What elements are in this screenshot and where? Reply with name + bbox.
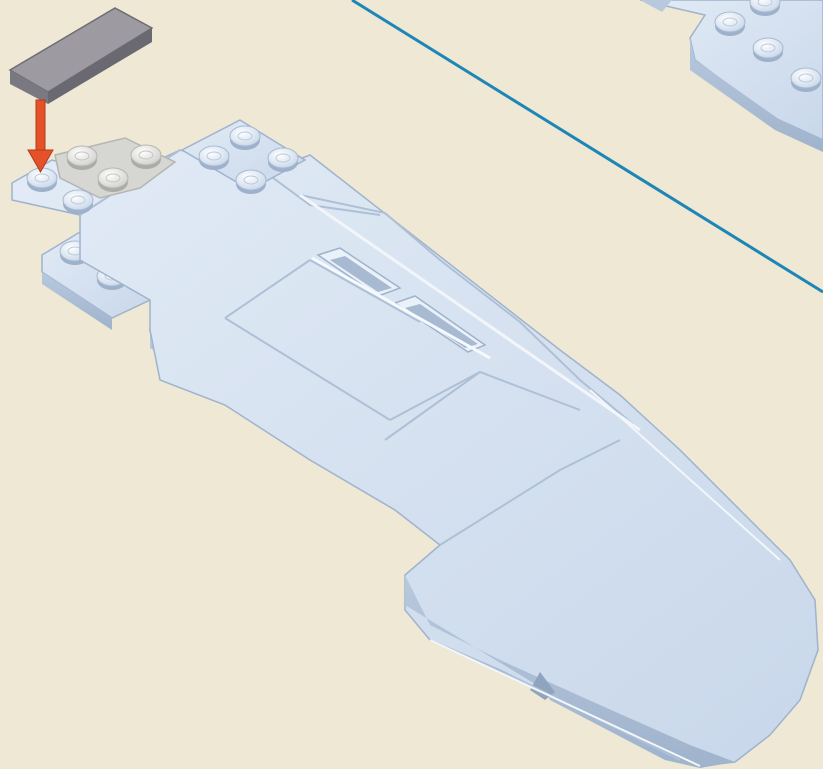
background-assembly-fragment [640, 0, 823, 152]
wing-surface [12, 150, 818, 766]
wing-assembly [12, 120, 818, 768]
new-tile-part [10, 8, 152, 104]
